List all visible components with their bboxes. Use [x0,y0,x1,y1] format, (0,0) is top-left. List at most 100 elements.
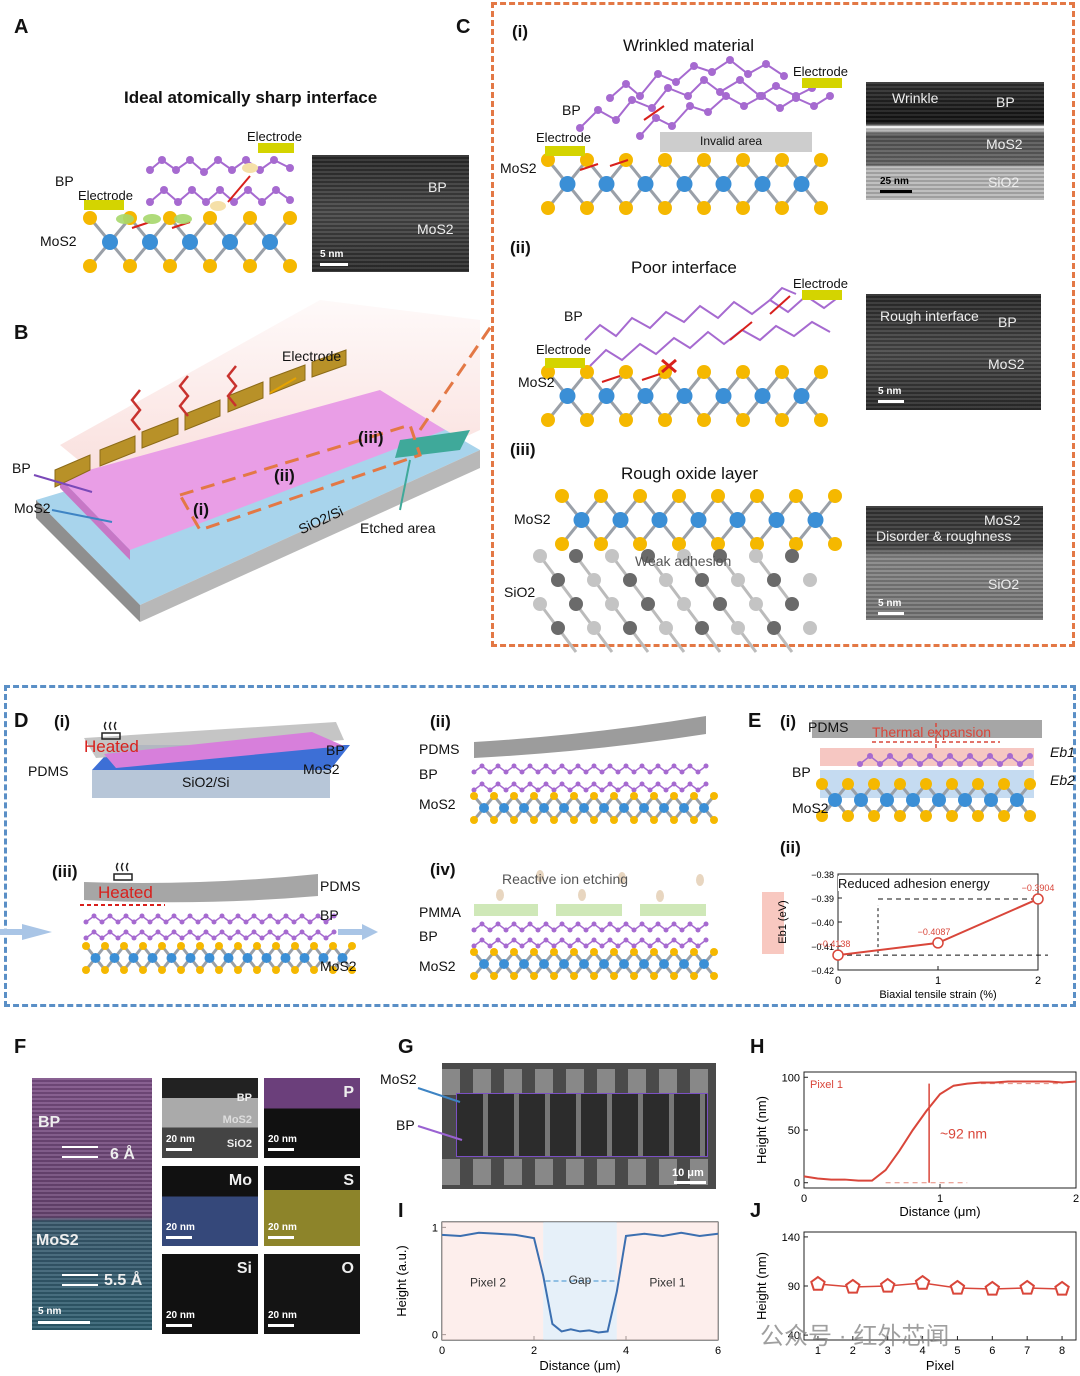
region-i-b: (i) [193,500,210,519]
bp-label-a: BP [55,173,74,189]
eds-map-scale-4: 20 nm [166,1310,195,1321]
rie-label-d-iv: Reactive ion etching [502,871,629,887]
region-ii-b: (ii) [274,466,295,485]
eds-map-1: P 20 nm [264,1078,360,1158]
substrate-label-b: SiO2/Si [295,502,346,538]
tem-c1-scalebar [880,190,912,193]
data-point [914,1274,931,1290]
pdms-label-d-iii: PDMS [320,878,361,894]
panel-c-i-title: Wrinkled material [623,36,755,55]
x-tick-label: 6 [989,1345,995,1357]
electrode-left-a [84,200,124,210]
y-axis-label: Eb1 (eV) [777,900,789,943]
eds-map-scale-3: 20 nm [268,1222,297,1233]
tem-c3-sio2: SiO2 [988,576,1020,592]
region-iii-b: (iii) [358,428,384,447]
eds-map-label-4: Si [236,1260,252,1277]
chart-e-annotation: Reduced adhesion energy [838,876,990,891]
optical-image-g: 10 μm [442,1063,716,1189]
panel-label-b: B [14,322,29,344]
panel-d-ii-tag: (ii) [430,712,451,731]
y-tick-label: −0.41 [811,942,834,952]
sio2-label-c3: SiO2 [504,584,536,600]
y-tick-label: −0.38 [811,870,834,880]
y-axis-label: Height (a.u.) [396,1245,409,1317]
haadf-scale: 5 nm [38,1306,62,1317]
eds-map-scale-1: 20 nm [268,1134,297,1145]
tem-a-scalebar [320,263,348,266]
x-tick-label: 1 [815,1345,821,1357]
panel-c-ii-title: Poor interface [631,258,737,277]
bp-label-c2: BP [564,308,583,324]
series-line [441,1231,719,1334]
eb2-label-e: Eb2 [1050,772,1075,788]
eds-map-scale-0: 20 nm [166,1134,195,1145]
x-tick-label: 4 [623,1345,629,1357]
x-tick-label: 2 [850,1345,856,1357]
bp-label-d-ii: BP [419,766,438,782]
eds-map-scalebar-4 [166,1324,192,1327]
mos2-label-c1: MoS2 [500,160,537,176]
heated-label-d-iii: Heated [98,883,153,902]
data-point [1054,1280,1070,1296]
eds-map-scalebar-5 [268,1324,294,1327]
panel-label-h: H [750,1036,765,1058]
tem-image-a: BP MoS2 5 nm [312,155,469,272]
bp-chains-a [149,158,291,204]
panel-d-iv-tag: (iv) [430,860,456,879]
eds-map-4: Si 20 nm [162,1254,258,1334]
mos2-label-c2: MoS2 [518,374,555,390]
tem-c2-rough: Rough interface [880,308,979,324]
tem-c1-scale: 25 nm [880,176,909,187]
mos2-label-d-ii: MoS2 [419,796,456,812]
data-point [844,1278,861,1294]
data-point [1019,1279,1036,1295]
electrode-right-c2 [802,290,842,300]
mos2-label-c3: MoS2 [514,511,551,527]
mos2-label-d-i: MoS2 [303,761,340,777]
haadf-d1: 6 Å [110,1146,135,1163]
panel-label-d: D [14,710,29,732]
data-point [810,1275,826,1291]
panel-c-ii-tag: (ii) [510,238,531,257]
x-tick-label: 5 [954,1345,960,1357]
tem-c2-mos2: MoS2 [988,356,1025,372]
series-line [803,1080,1077,1182]
panel-a-title: Ideal atomically sharp interface [124,88,378,107]
pdms-label-d-i: PDMS [28,763,69,779]
haadf-bp-label: BP [38,1114,61,1131]
tem-c3-scale: 5 nm [878,598,902,609]
haadf-mos2-label: MoS2 [36,1232,79,1249]
eds-map-scalebar-0 [166,1148,192,1151]
tem-c1-sio2: SiO2 [988,174,1020,190]
panel-c-iii-title: Rough oxide layer [621,464,759,483]
y-tick-label: −0.42 [811,966,834,976]
tem-a-bp: BP [428,179,447,195]
y-tick-label: 0 [432,1330,438,1342]
panel-label-f: F [14,1036,27,1058]
panel-label-a: A [14,16,29,38]
y-axis-label: Height (nm) [754,1096,769,1164]
electrode-left-c1 [545,146,585,156]
electrode-left-c2 [545,358,585,368]
eds-map-scale-2: 20 nm [166,1222,195,1233]
data-point [984,1280,1001,1296]
x-axis-label: Biaxial tensile strain (%) [879,989,996,1001]
x-tick-label: 4 [920,1345,926,1357]
eds-map-label-0: BP [236,1092,252,1104]
panel-e-ii-tag: (ii) [780,838,801,857]
eds-map-label-1: P [343,1084,354,1101]
eds-map-scalebar-2 [166,1236,192,1239]
tem-c2-bp: BP [998,314,1017,330]
y-tick-label: 50 [788,1125,800,1137]
pixel1-region [616,1222,718,1340]
mos2-label-e: MoS2 [792,800,829,816]
invalid-area-label-c1: Invalid area [700,134,763,148]
tem-c3-mos2: MoS2 [984,512,1021,528]
optical-scale: 10 μm [672,1167,704,1179]
panel-label-c: C [456,16,471,38]
pdms-label-d-ii: PDMS [419,741,460,757]
mos2-label-b: MoS2 [14,500,51,516]
electrode-right-label-c2: Electrode [793,276,848,291]
eds-map-scale-5: 20 nm [268,1310,297,1321]
